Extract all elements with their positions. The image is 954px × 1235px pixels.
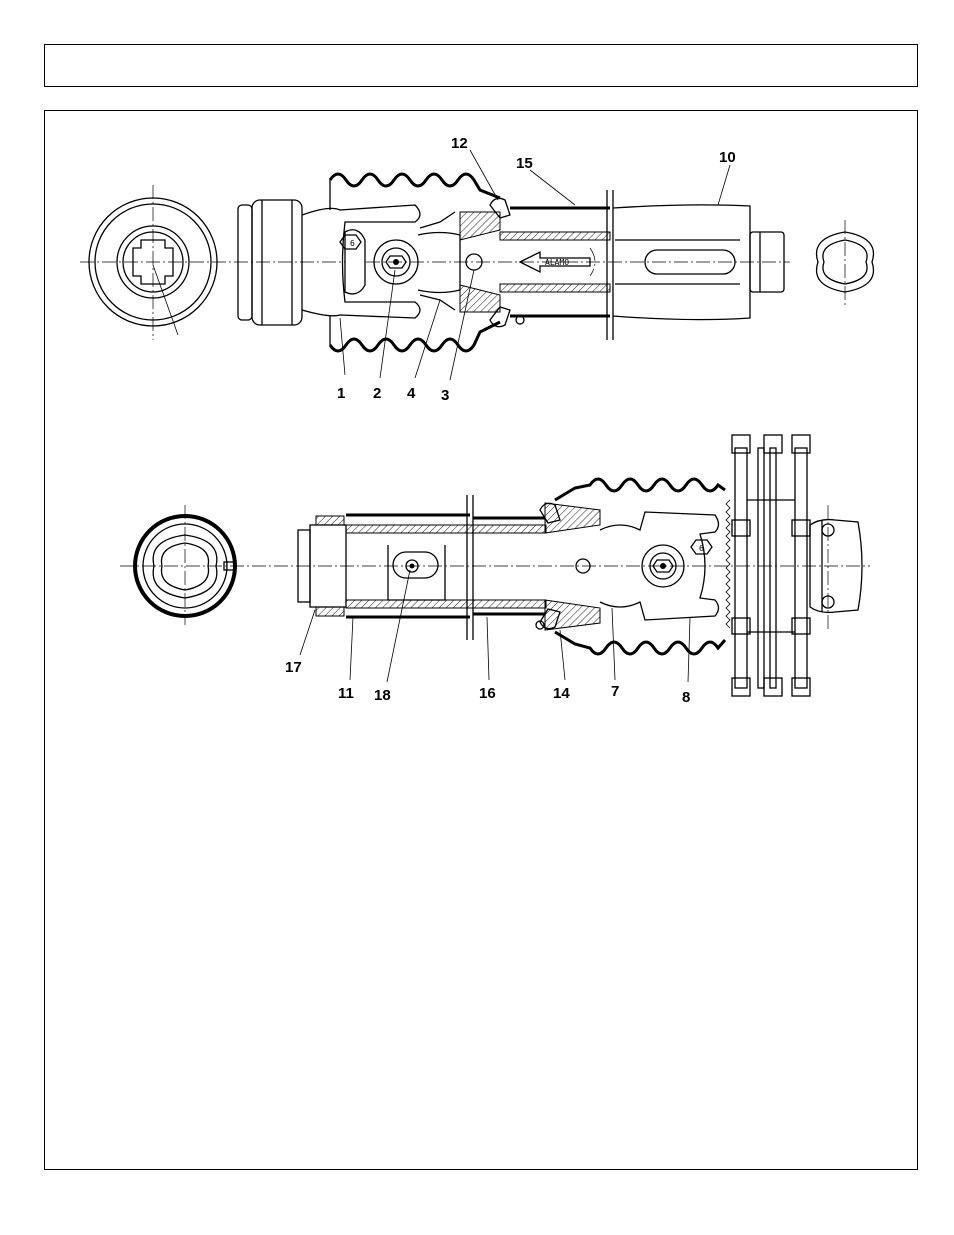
callout-12: 12 [451, 135, 468, 152]
lower-assembly: 6 [120, 435, 870, 706]
upper-assembly: 6 [80, 135, 873, 404]
callout-14: 14 [553, 685, 570, 702]
callout-7: 7 [611, 683, 619, 700]
lower-slip-clutch [726, 435, 862, 696]
lower-outer-tube [298, 495, 546, 640]
callout-18: 18 [374, 687, 391, 704]
upper-leader-lines [340, 150, 730, 380]
upper-tube-stamp: ALAMO [545, 258, 569, 267]
upper-profile-section [817, 220, 874, 305]
callout-11: 11 [338, 685, 354, 702]
lower-hub [536, 503, 600, 630]
callout-17: 17 [285, 659, 302, 676]
callout-15: 15 [516, 155, 533, 172]
upper-cross-bearing [374, 212, 460, 310]
callout-8: 8 [682, 689, 690, 706]
lower-guard-boot [555, 479, 725, 654]
callout-4: 4 [407, 385, 416, 402]
upper-tractor-yoke: 6 [238, 200, 420, 325]
upper-yoke-mark: 6 [350, 239, 355, 248]
lower-leader-lines [300, 570, 690, 682]
callout-2: 2 [373, 385, 381, 402]
callout-1: 1 [337, 385, 345, 402]
lower-yoke-mark: 6 [699, 544, 704, 553]
lower-profile-section [135, 505, 235, 625]
upper-end-view-spline [89, 185, 217, 340]
callout-16: 16 [479, 685, 496, 702]
callout-3: 3 [441, 387, 449, 404]
callout-10: 10 [719, 149, 736, 166]
